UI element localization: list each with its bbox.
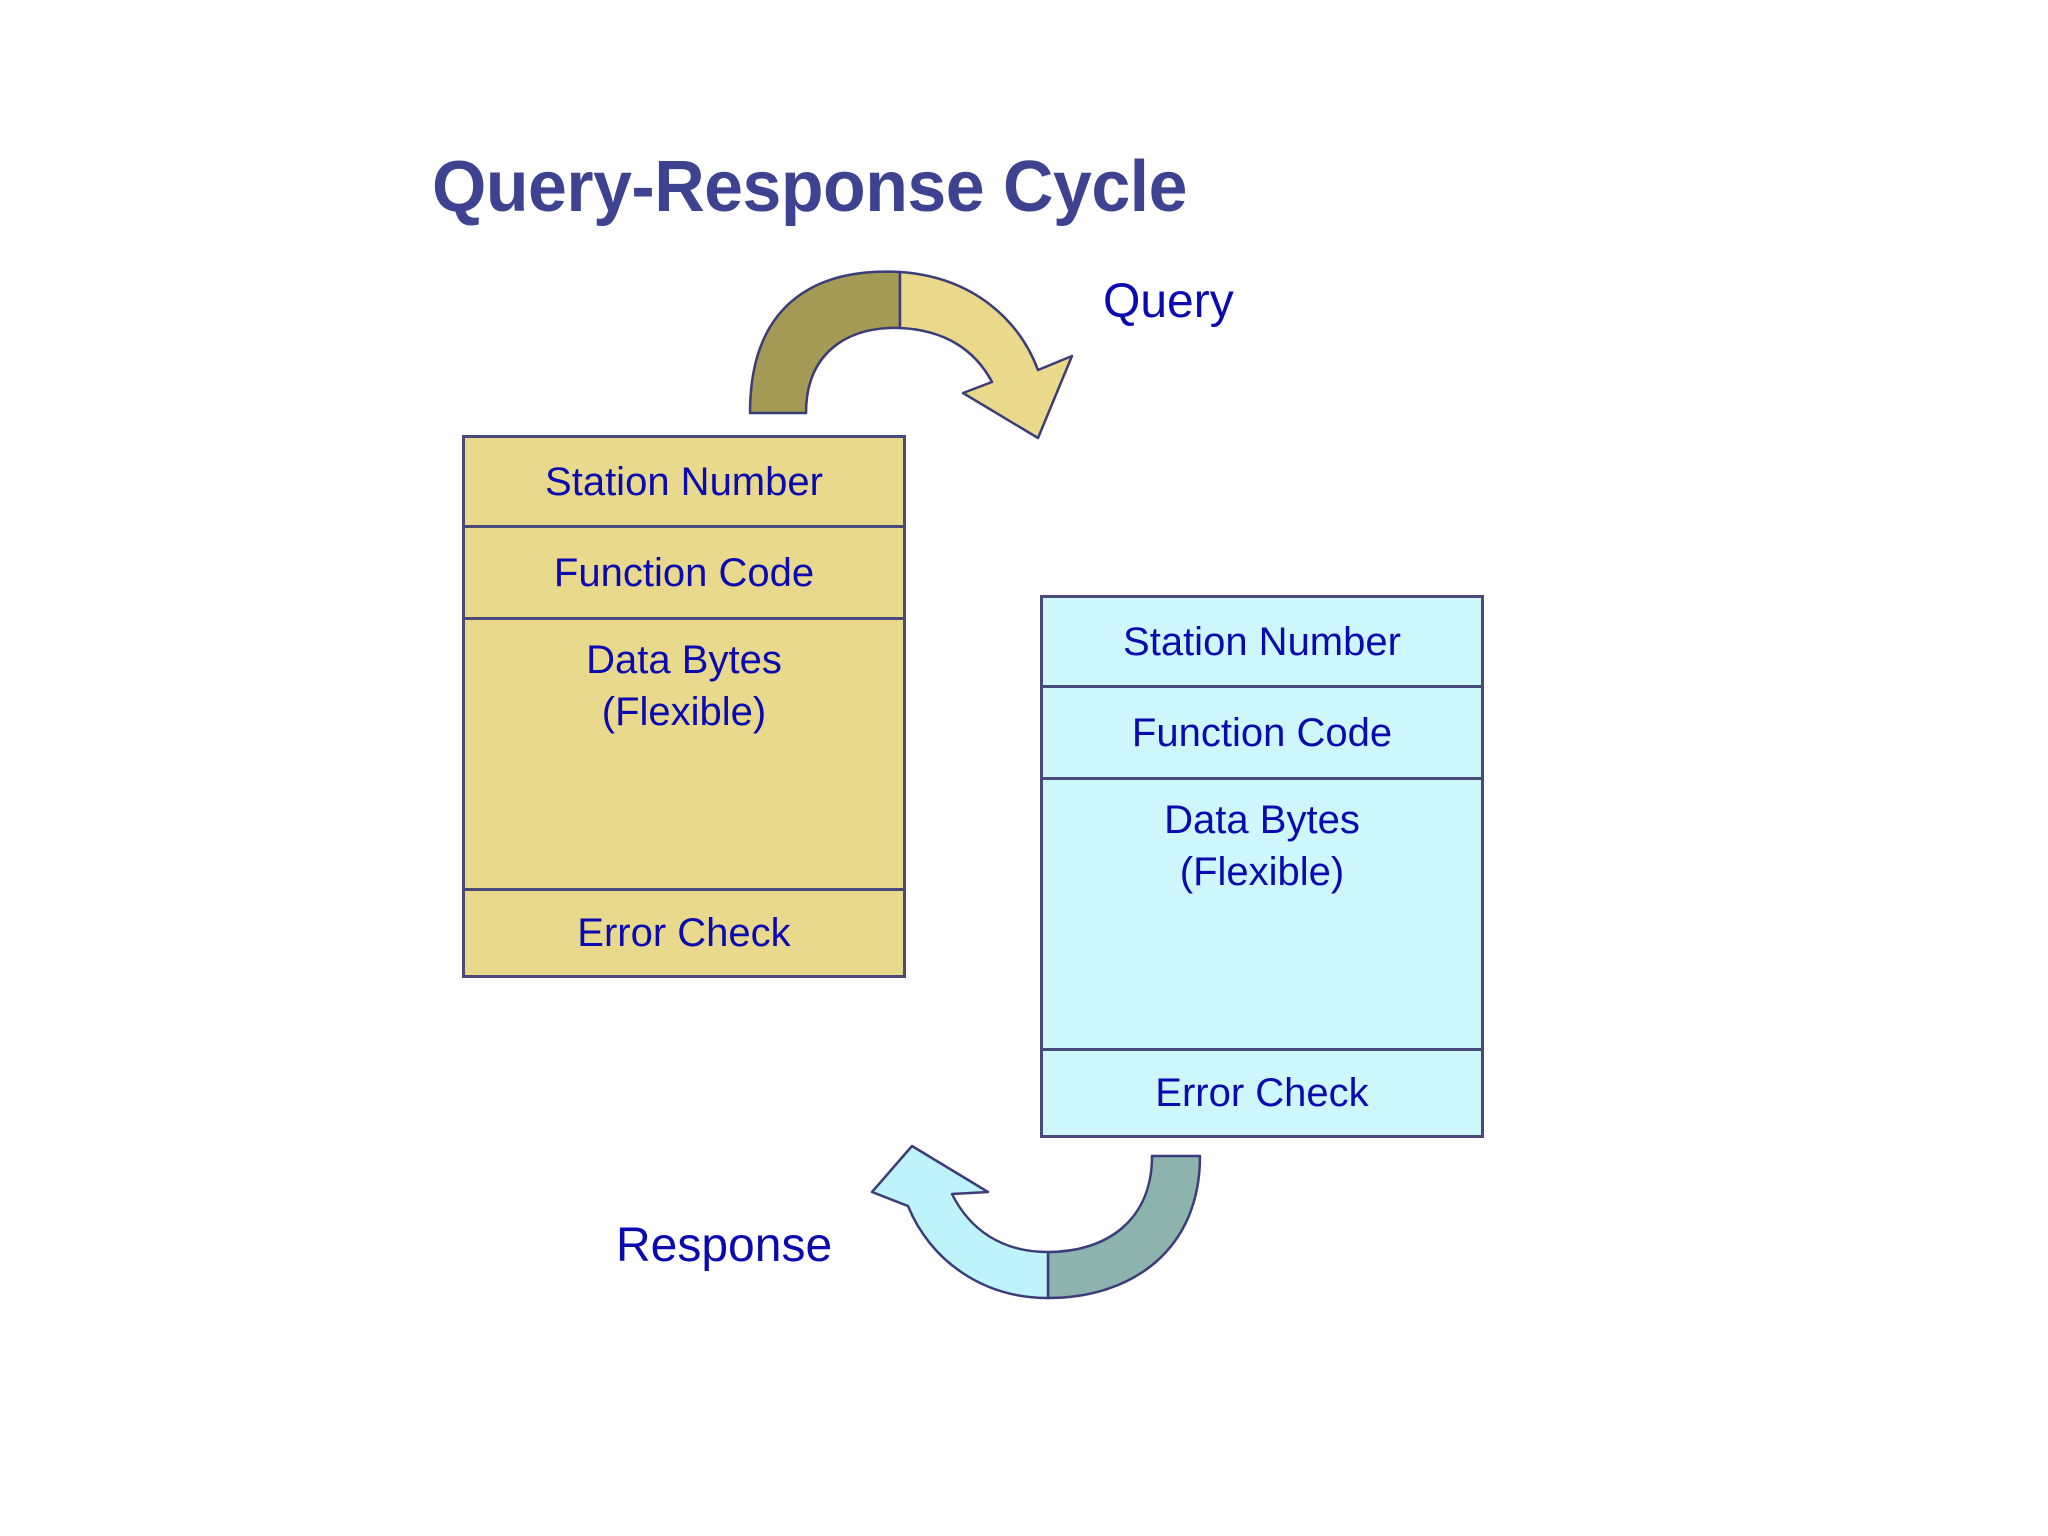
query-message-frame: Station Number Function Code Data Bytes … bbox=[462, 435, 906, 978]
response-row-function-code: Function Code bbox=[1043, 685, 1481, 777]
response-row-error-check: Error Check bbox=[1043, 1048, 1481, 1135]
query-row-data-bytes: Data Bytes (Flexible) bbox=[465, 617, 903, 888]
response-row-data-bytes: Data Bytes (Flexible) bbox=[1043, 777, 1481, 1048]
query-row-error-check: Error Check bbox=[465, 888, 903, 975]
query-row-station-number: Station Number bbox=[545, 459, 823, 504]
response-arrow-label: Response bbox=[616, 1219, 833, 1272]
response-row-station-number: Station Number bbox=[1123, 619, 1401, 664]
page-title: Query-Response Cycle bbox=[432, 147, 1187, 227]
query-arrow-label: Query bbox=[1103, 275, 1234, 328]
query-row-function-code: Function Code bbox=[465, 525, 903, 617]
query-arrow-icon bbox=[748, 270, 1074, 440]
response-message-frame: Station Number Function Code Data Bytes … bbox=[1040, 595, 1484, 1138]
response-arrow-icon bbox=[870, 1144, 1202, 1300]
